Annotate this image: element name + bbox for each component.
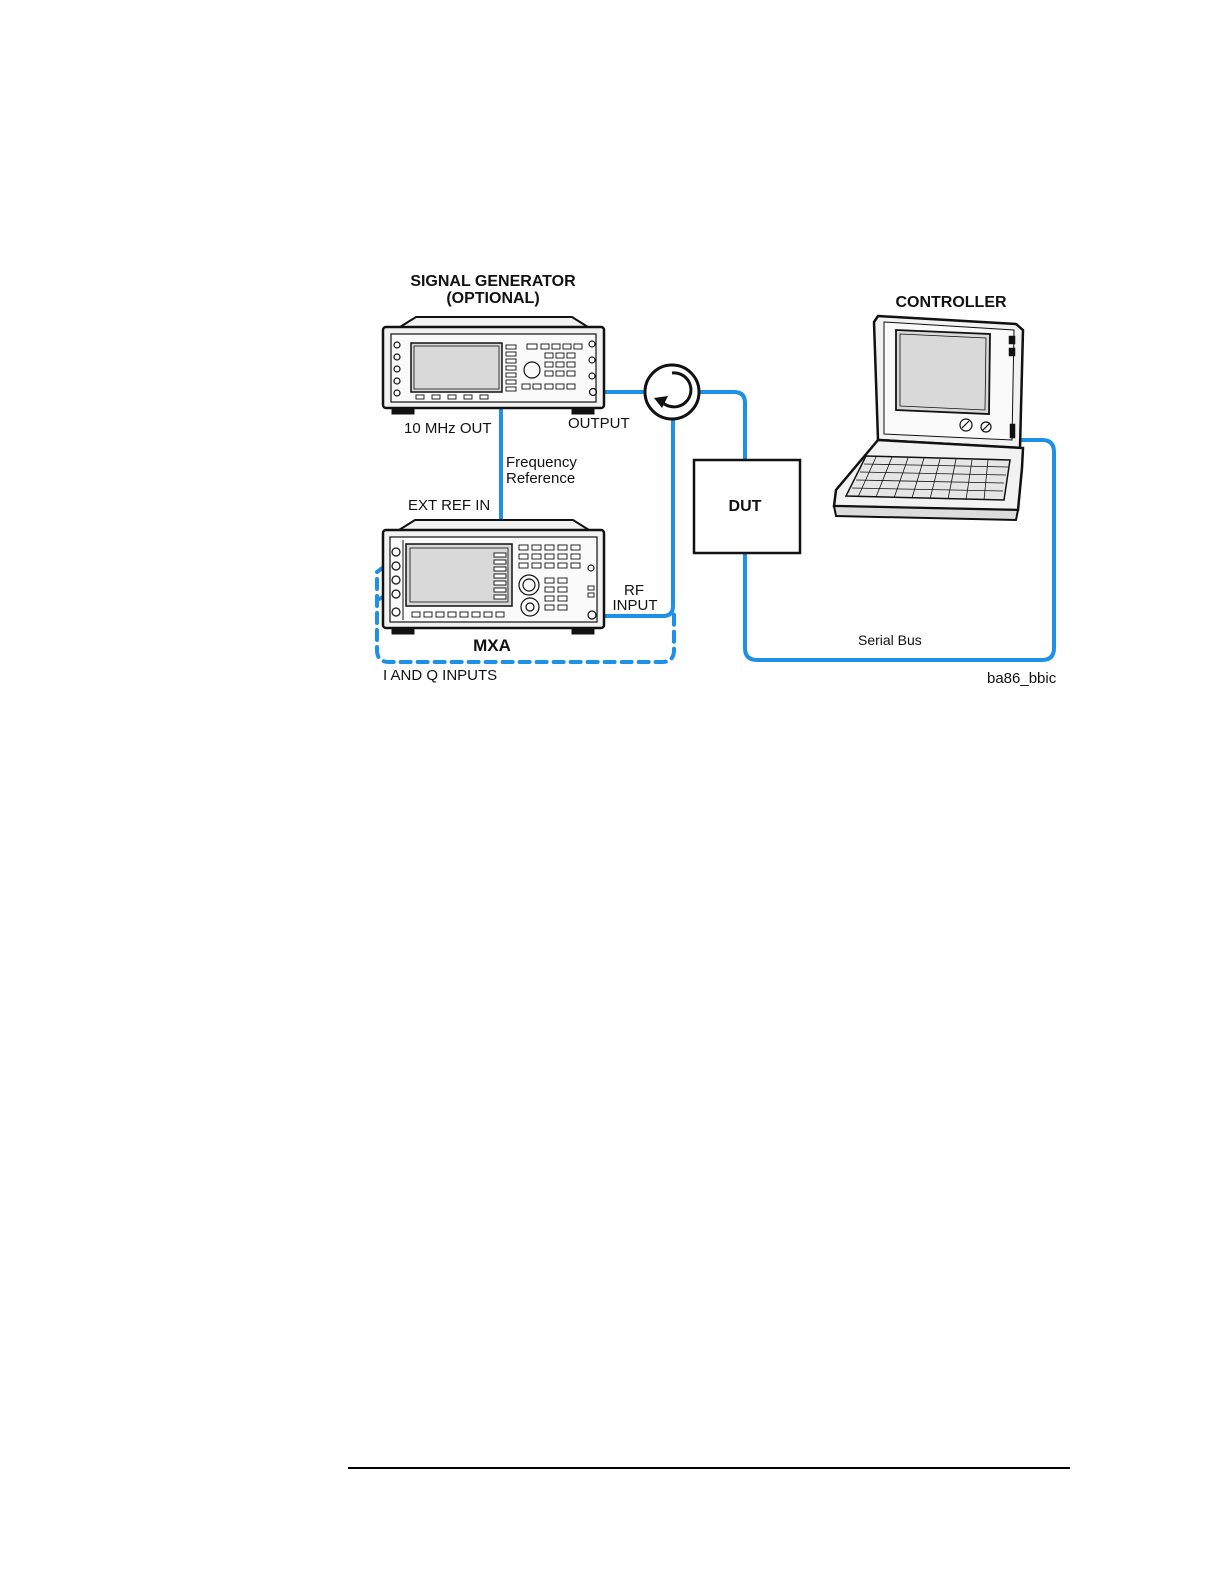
ten-mhz-out-label: 10 MHz OUT — [404, 420, 492, 437]
figure-id-label: ba86_bbic — [987, 670, 1057, 687]
serial-bus-label: Serial Bus — [858, 632, 922, 648]
controller-laptop — [834, 316, 1023, 520]
frequency-label: Frequency — [506, 454, 577, 471]
mxa-analyzer — [383, 520, 604, 634]
circulator — [645, 365, 699, 419]
footer-rule — [348, 1467, 1070, 1469]
signal-generator-title: SIGNAL GENERATOR — [410, 273, 576, 290]
signal-generator — [383, 317, 604, 414]
ext-ref-in-label: EXT REF IN — [408, 497, 490, 514]
circulator-to-dut-cable — [700, 392, 745, 460]
input-label: INPUT — [613, 597, 658, 614]
controller-title: CONTROLLER — [895, 294, 1007, 311]
dut-label: DUT — [729, 498, 762, 515]
i-and-q-inputs-label: I AND Q INPUTS — [383, 667, 497, 684]
mxa-label: MXA — [473, 636, 511, 655]
optional-label: (OPTIONAL) — [446, 290, 539, 307]
output-label: OUTPUT — [568, 415, 630, 432]
reference-label: Reference — [506, 470, 575, 487]
